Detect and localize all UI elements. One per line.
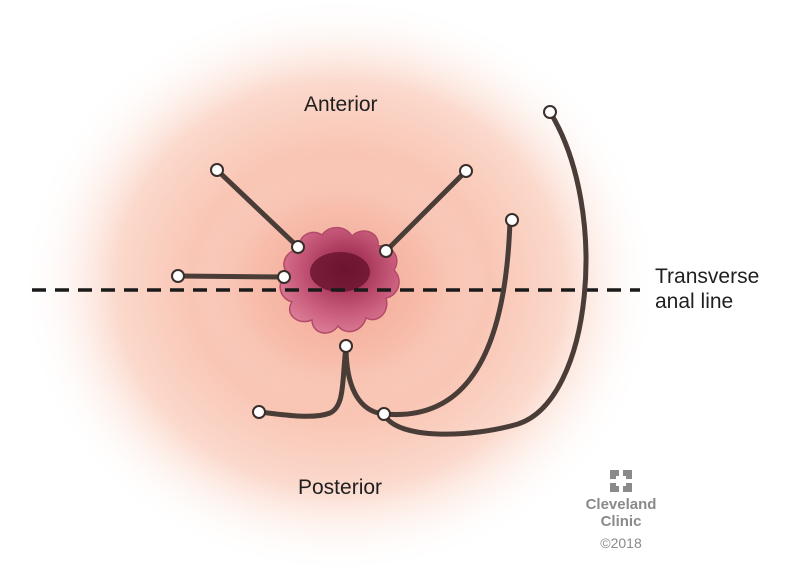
label-transverse-line-2: anal line [655, 290, 734, 314]
node-horseshoe-outer [543, 105, 557, 119]
node-posterior-right [377, 407, 391, 421]
tract-nodes [171, 105, 557, 421]
tract-upper-right [383, 168, 469, 254]
node-left-outer [171, 269, 185, 283]
logo-name-line-1: Cleveland [585, 496, 657, 513]
anal-opening [310, 252, 370, 292]
node-posterior-anal [339, 339, 353, 353]
tract-left-horizontal [175, 273, 287, 280]
node-left-inner [277, 270, 291, 284]
node-upper-right-outer [459, 164, 473, 178]
node-posterior-left [252, 405, 266, 419]
tract-posterior-left [256, 343, 349, 419]
node-upper-left-outer [210, 163, 224, 177]
cleveland-clinic-logo-icon [610, 470, 632, 492]
label-transverse-line-1: Transverse [655, 265, 760, 288]
label-anterior: Anterior [304, 93, 378, 116]
node-upper-right-inner [379, 244, 393, 258]
logo-name-line-2: Clinic [600, 513, 642, 531]
tract-horseshoe-outer [381, 109, 589, 437]
tract-upper-left [214, 167, 301, 250]
node-horseshoe-inner [505, 213, 519, 227]
node-upper-left-inner [291, 240, 305, 254]
label-posterior: Posterior [298, 476, 383, 499]
cleveland-clinic-logo: Cleveland Clinic ©2018 [576, 470, 666, 554]
logo-copyright: ©2018 [600, 534, 642, 551]
tract-horseshoe-inner [381, 217, 513, 418]
label-transverse-anal-line: Transverse anal line [655, 264, 759, 314]
